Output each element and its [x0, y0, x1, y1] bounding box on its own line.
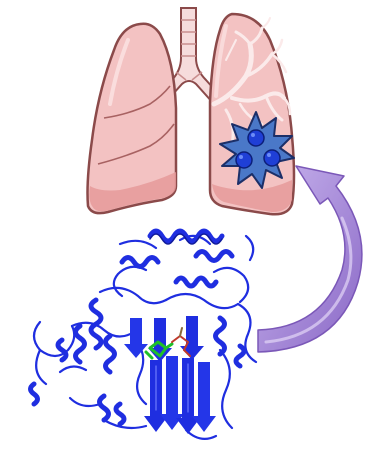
tumor-cell: [264, 150, 280, 166]
left-lung: [88, 24, 177, 213]
tumor-cell: [236, 152, 252, 168]
bound-ligand: [146, 328, 190, 358]
protein-beta-sheets: [124, 316, 216, 434]
tumor-cell: [248, 130, 264, 146]
right-lung: [210, 14, 294, 214]
protein-structure: [31, 231, 257, 439]
